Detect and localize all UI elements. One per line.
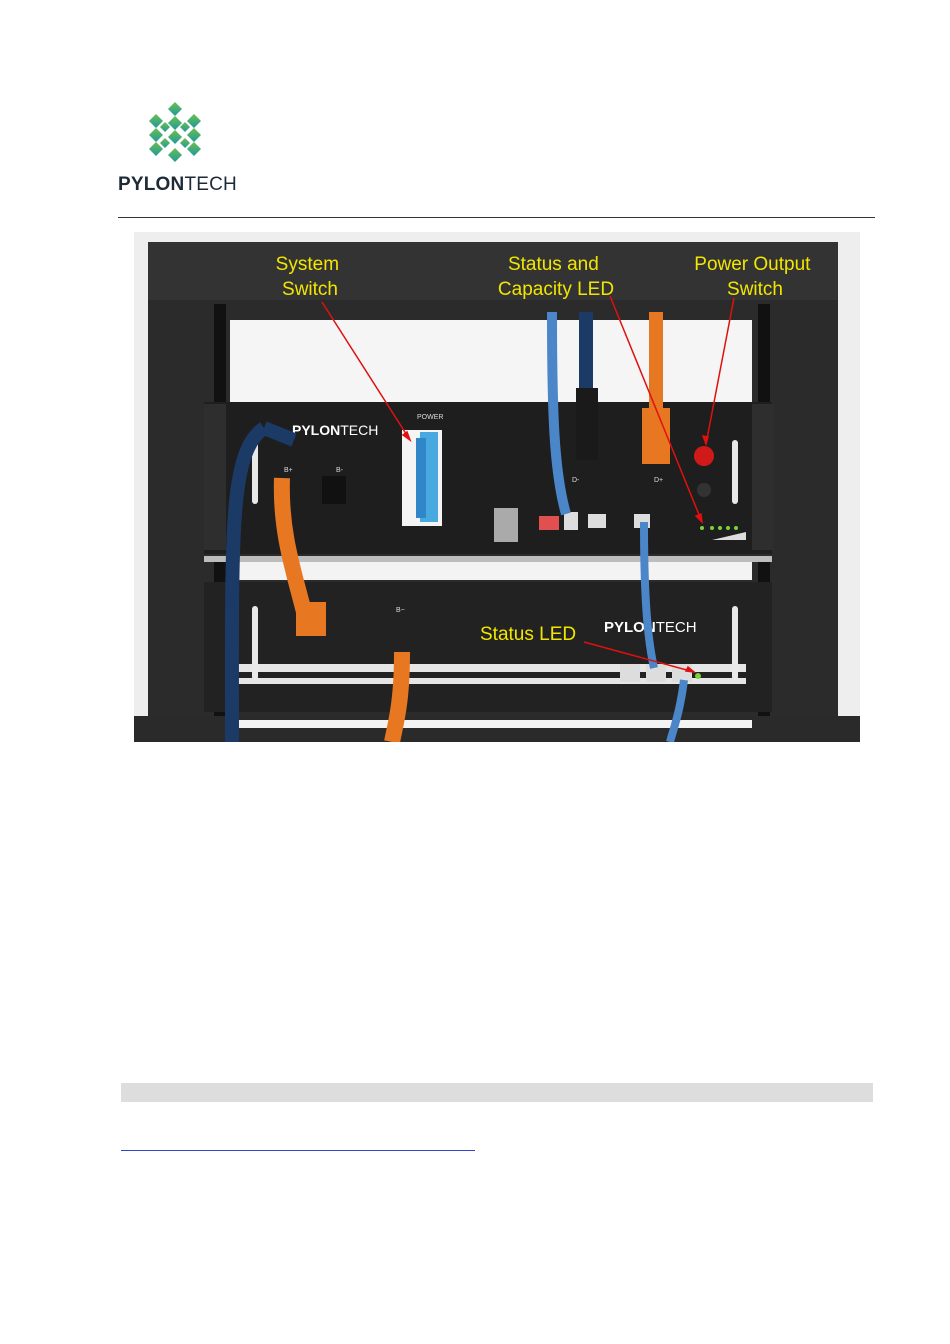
grey-section-bar: [121, 1083, 873, 1102]
b-plus-label: B+: [284, 467, 293, 474]
d-plus-label: D+: [654, 477, 663, 484]
wordmark-bold: PYLON: [118, 174, 184, 195]
battery-rack-illustration: PYLONTECH POWER B+ B- D- D+: [134, 232, 860, 742]
header-divider: [118, 217, 875, 218]
module-handle-right: [732, 440, 738, 504]
hyperlink-underline[interactable]: [121, 1150, 475, 1151]
rack-empty-slot: [230, 320, 752, 402]
bottom-battery-module: [204, 582, 772, 712]
bottom-b-minus-label: B−: [396, 607, 405, 614]
battery-rack-photo: PYLONTECH POWER B+ B- D- D+: [134, 232, 860, 742]
b-minus-label: B-: [336, 467, 344, 474]
top-module-brand: PYLONTECH: [292, 422, 378, 438]
port-1: [620, 664, 640, 682]
power-label: POWER: [417, 414, 443, 421]
pylontech-wordmark: PYLONTECH: [118, 174, 237, 196]
d-minus-label: D-: [572, 477, 580, 484]
power-output-switch: [694, 446, 714, 466]
b-minus-terminal: [322, 476, 346, 504]
status-led: [695, 673, 701, 679]
callout-status-led: Status LED: [480, 624, 576, 645]
pylontech-logo-mark: [118, 100, 238, 170]
wordmark-light: TECH: [184, 174, 237, 195]
